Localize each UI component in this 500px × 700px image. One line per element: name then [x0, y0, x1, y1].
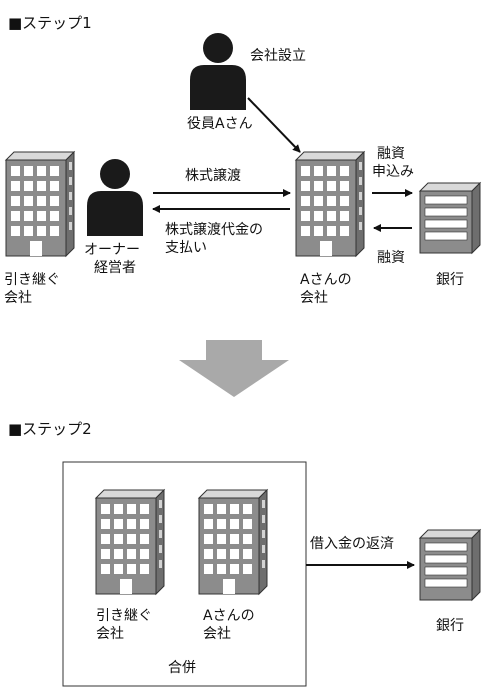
merger-box	[62, 461, 307, 687]
a-company-label-2: 会社	[300, 290, 328, 306]
founding-arrow	[247, 97, 301, 153]
step2-a-company-label-1: Aさんの	[203, 608, 255, 624]
successor-company-label-2: 会社	[4, 290, 32, 306]
successor-company-building-icon	[5, 151, 75, 257]
step2-a-company-label-2: 会社	[203, 626, 231, 642]
bank-icon	[419, 182, 481, 254]
share-transfer-label: 株式譲渡	[185, 168, 241, 184]
step2-successor-building-icon	[95, 489, 165, 595]
officer-label: 役員Aさん	[187, 116, 253, 132]
company-founding-label: 会社設立	[250, 48, 306, 64]
owner-person-icon	[87, 159, 143, 236]
step2-heading: ■ステップ2	[8, 420, 92, 438]
bank-label: 銀行	[436, 272, 464, 288]
a-company-building-icon	[295, 151, 365, 257]
payment-label-2: 支払い	[165, 240, 207, 256]
transition-arrow-icon	[179, 340, 289, 397]
payment-label-1: 株式譲渡代金の	[165, 222, 263, 238]
step2-successor-label-1: 引き継ぐ	[96, 608, 152, 624]
step2-a-company-building-icon	[198, 489, 268, 595]
loan-request-label-2: 申込み	[372, 164, 414, 180]
owner-label-1: オーナー	[84, 242, 140, 258]
step1-heading: ■ステップ1	[8, 14, 92, 32]
step2-successor-label-2: 会社	[96, 626, 124, 642]
repayment-label: 借入金の返済	[310, 536, 394, 552]
step2-bank-label: 銀行	[436, 618, 464, 634]
officer-person-icon	[190, 33, 246, 110]
loan-request-label-1: 融資	[377, 146, 405, 162]
owner-label-2: 経営者	[94, 260, 136, 276]
merger-label: 合併	[168, 660, 196, 676]
loan-label: 融資	[377, 250, 405, 266]
a-company-label-1: Aさんの	[300, 272, 352, 288]
step2-bank-icon	[419, 529, 481, 601]
successor-company-label-1: 引き継ぐ	[4, 272, 60, 288]
